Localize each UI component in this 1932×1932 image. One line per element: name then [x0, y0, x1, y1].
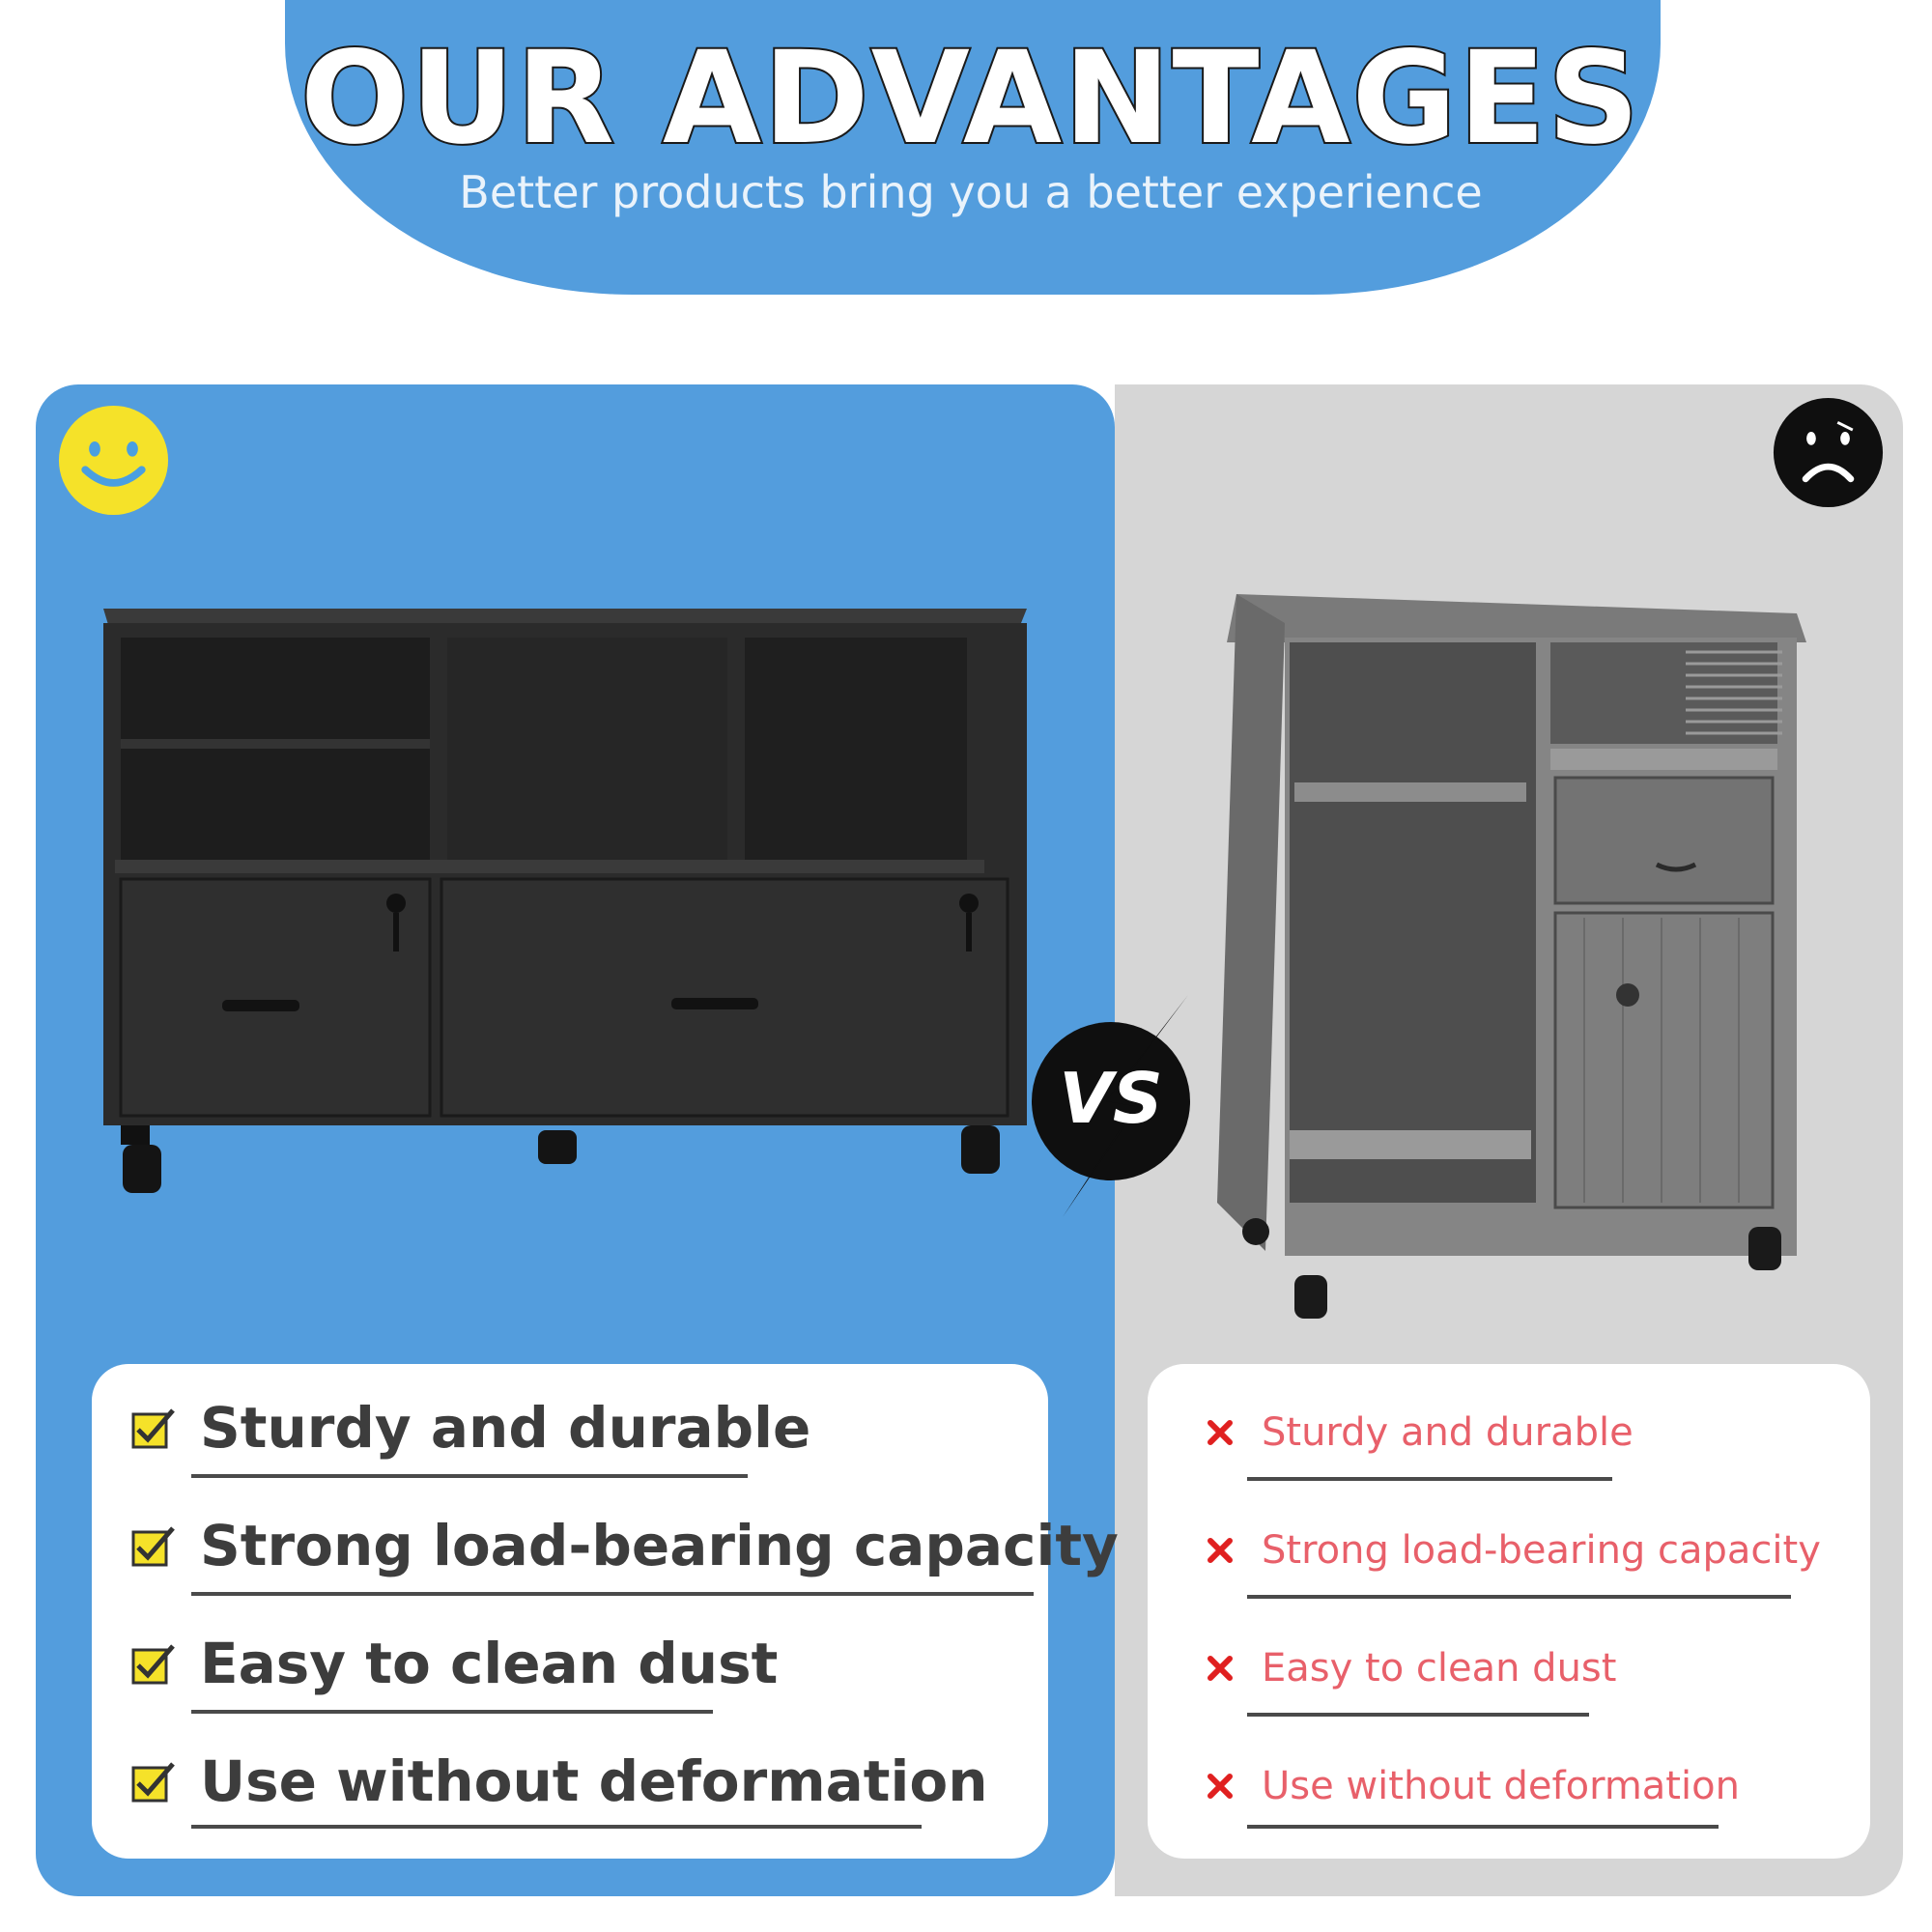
feature-text: Sturdy and durable [1262, 1410, 1634, 1455]
feature-item: Use without deformation [1206, 1764, 1740, 1808]
feature-underline [191, 1825, 922, 1829]
feature-item: Sturdy and durable [1206, 1410, 1634, 1455]
feature-item: Easy to clean dust [1206, 1646, 1616, 1690]
feature-item: Strong load-bearing capacity [1206, 1528, 1821, 1573]
feature-text: Easy to clean dust [200, 1631, 779, 1696]
feature-text: Sturdy and durable [200, 1395, 811, 1461]
feature-underline [1247, 1825, 1719, 1829]
red-cross-icon [1208, 1420, 1233, 1445]
feature-underline [191, 1592, 1034, 1596]
feature-text: Strong load-bearing capacity [1262, 1528, 1821, 1573]
gray-wood-cabinet-image [1217, 594, 1806, 1319]
feature-underline [1247, 1477, 1612, 1481]
feature-underline [1247, 1595, 1791, 1599]
vs-label: VS [1059, 1058, 1163, 1139]
header-banner [285, 0, 1661, 295]
feature-underline [191, 1710, 713, 1714]
advantages-card [92, 1364, 1048, 1859]
red-cross-icon [1208, 1656, 1233, 1681]
page-subtitle: Better products bring you a better exper… [459, 166, 1483, 218]
feature-text: Use without deformation [200, 1748, 988, 1814]
page-title: OUR ADVANTAGES [298, 24, 1642, 173]
disadvantages-card [1148, 1364, 1870, 1859]
feature-item: Easy to clean dust [130, 1631, 778, 1696]
sad-face-icon [1773, 397, 1884, 508]
red-cross-icon [1208, 1538, 1233, 1563]
feature-item: Use without deformation [130, 1748, 988, 1814]
versus-badge: VS [1032, 995, 1190, 1217]
red-cross-icon [1208, 1774, 1233, 1799]
feature-text: Easy to clean dust [1262, 1646, 1617, 1690]
checkbox-checked-icon [131, 1526, 175, 1567]
smiley-face-icon [58, 405, 169, 516]
feature-item: Sturdy and durable [130, 1395, 810, 1461]
checkbox-checked-icon [131, 1644, 175, 1685]
feature-underline [1247, 1713, 1589, 1717]
feature-text: Strong load-bearing capacity [200, 1513, 1119, 1578]
feature-text: Use without deformation [1262, 1764, 1740, 1808]
checkbox-checked-icon [131, 1408, 175, 1449]
feature-item: Strong load-bearing capacity [130, 1513, 1119, 1578]
black-file-cabinet-image [103, 609, 1027, 1193]
checkbox-checked-icon [131, 1762, 175, 1803]
feature-underline [191, 1474, 748, 1478]
